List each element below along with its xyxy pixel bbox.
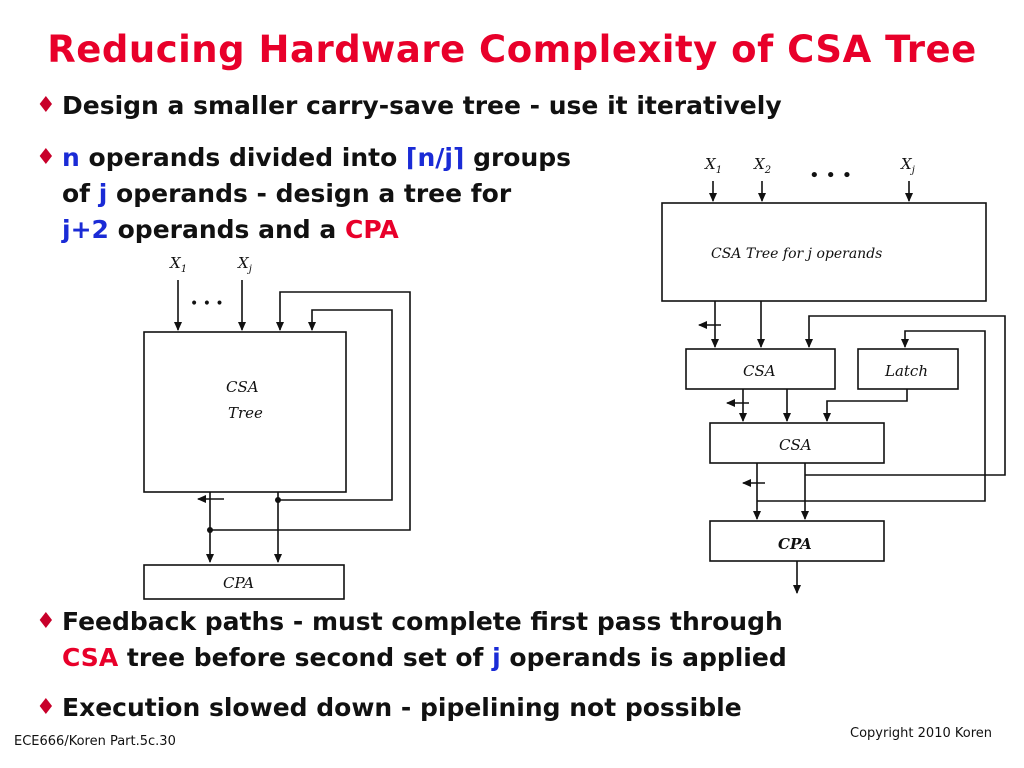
var-n-over-j: n/j [417, 143, 453, 172]
ceil-close: ⌉ [452, 143, 465, 172]
bullet-4: ♦ Execution slowed down - pipelining not… [36, 690, 742, 726]
term-csa: CSA [62, 643, 119, 672]
ceil-open: ⌈ [406, 143, 418, 172]
input-x2-label: X2 [753, 155, 771, 176]
diamond-bullet-icon: ♦ [36, 93, 56, 118]
var-j-plus-2: j+2 [62, 215, 109, 244]
footer-copyright: Copyright 2010 Koren [850, 726, 992, 741]
cpa-box [143, 564, 345, 600]
footer-course-ref: ECE666/Koren Part.5c.30 [14, 734, 176, 749]
bullet-2-line-3: j+2 operands and a CPA [62, 212, 662, 248]
bullet-2-text: operands divided into [79, 143, 406, 172]
csa-tree-box [143, 331, 347, 493]
bullet-4-text: Execution slowed down - pipelining not p… [62, 693, 742, 722]
right-feedback-diagram: X1 X2 Xj • • • CSA Tree for j operands C… [661, 155, 1006, 594]
csa-2-box [709, 422, 885, 464]
bullet-2: ♦ n operands divided into ⌈n/j⌉ groups o… [36, 140, 662, 248]
bullet-2-text: of [62, 179, 99, 208]
csa-tree-for-j-box [661, 202, 987, 302]
bullet-3-line-1: Feedback paths - must complete first pas… [62, 607, 783, 636]
csa-1-label: CSA [743, 362, 776, 380]
cpa-label: CPA [223, 574, 254, 592]
term-cpa: CPA [344, 215, 399, 244]
input-xj-label: Xj [900, 155, 915, 176]
input-x1-label: X1 [169, 254, 187, 275]
diamond-bullet-icon: ♦ [36, 695, 56, 720]
bullet-2-text: operands and a [108, 215, 345, 244]
bullet-3: ♦ Feedback paths - must complete first p… [36, 604, 787, 676]
input-ellipsis: • • • [190, 296, 224, 312]
csa-1-box [685, 348, 836, 390]
csa-tree-for-j-label: CSA Tree for j operands [711, 246, 882, 262]
cpa-label: CPA [778, 535, 812, 553]
latch-box [857, 348, 959, 390]
bullet-3-line-2: CSA tree before second set of j operands… [62, 640, 787, 676]
cpa-box [709, 520, 885, 562]
csa-tree-label-line-2: Tree [228, 404, 263, 422]
bullet-2-line-1: n operands divided into ⌈n/j⌉ groups [62, 140, 662, 176]
diamond-bullet-icon: ♦ [36, 145, 56, 170]
csa-tree-label-line-1: CSA [226, 378, 259, 396]
csa-2-label: CSA [779, 436, 812, 454]
var-j: j [492, 643, 501, 672]
bullet-1-text: Design a smaller carry-save tree - use i… [62, 91, 782, 120]
latch-label: Latch [884, 362, 928, 380]
bullet-2-line-2: of j operands - design a tree for [62, 176, 662, 212]
diamond-bullet-icon: ♦ [36, 609, 56, 634]
left-feedback-diagram: X1 Xj • • • CSA Tree CPA [143, 254, 411, 600]
input-x1-label: X1 [704, 155, 722, 176]
var-j: j [98, 179, 108, 208]
bullet-3-text: operands is applied [500, 643, 787, 672]
input-ellipsis: • • • [809, 165, 852, 186]
input-xj-label: Xj [237, 254, 252, 275]
bullet-1: ♦ Design a smaller carry-save tree - use… [36, 88, 782, 124]
var-n: n [62, 143, 80, 172]
slide-title: Reducing Hardware Complexity of CSA Tree [47, 28, 977, 71]
bullet-2-text: groups [464, 143, 572, 172]
bullet-3-text: tree before second set of [118, 643, 493, 672]
bullet-2-text: operands - design a tree for [107, 179, 512, 208]
